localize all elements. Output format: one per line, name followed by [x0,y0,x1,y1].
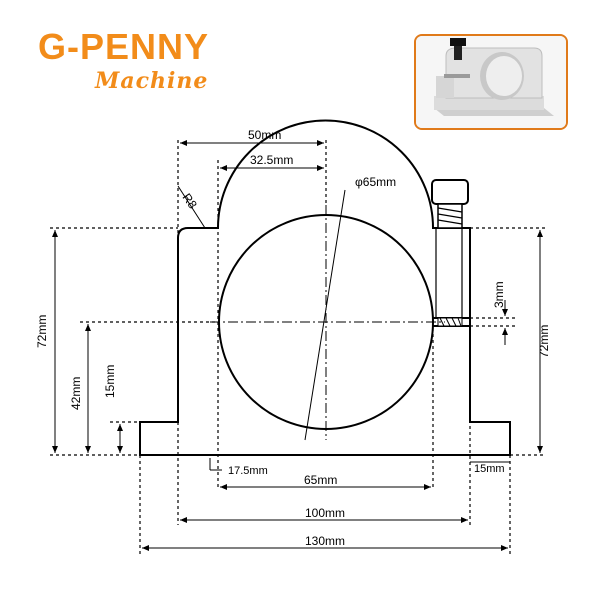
dim-bore-width: 65mm [304,473,337,487]
dim-foot-width: 15mm [474,463,505,475]
dim-height-right: 72mm [537,325,551,358]
dim-height-left: 72mm [35,315,49,348]
dim-bore-diameter: φ65mm [355,175,396,189]
screw-icon [431,179,469,327]
dimension-lines [52,140,543,551]
center-lines [210,205,445,440]
dim-width-top: 50mm [248,128,281,142]
product-photo [414,34,568,130]
diameter-leader [304,189,346,441]
clamp-outline [139,119,511,456]
dim-bolt-offset: 17.5mm [228,465,268,477]
brand-logo-subtitle: Machine [95,68,209,94]
dim-half-bore: 32.5mm [250,153,293,167]
spindle-clamp-photo-icon [416,36,566,128]
brand-logo-title: G-PENNY [38,26,210,67]
dim-slot-gap: 3mm [492,281,506,308]
extension-lines [50,140,545,555]
dim-hole-spacing: 100mm [305,506,345,520]
dim-overall-width: 130mm [305,534,345,548]
dim-base-height: 15mm [103,365,117,398]
dim-center-height: 42mm [69,377,83,410]
